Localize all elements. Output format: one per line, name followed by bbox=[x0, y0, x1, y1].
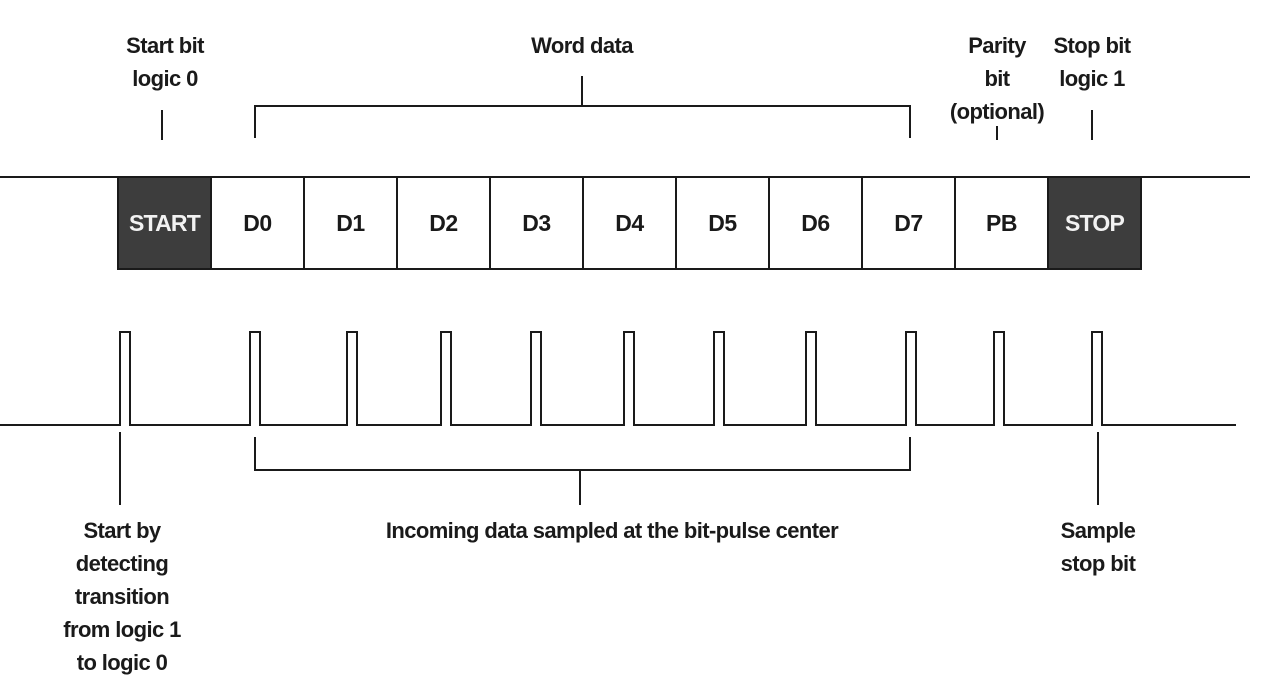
cell-d3: D3 bbox=[489, 176, 584, 270]
start-bit-label: Start bit logic 0 bbox=[126, 33, 206, 91]
cell-d6-box bbox=[768, 176, 863, 270]
cell-d0-label: D0 bbox=[243, 210, 271, 236]
stop-bit-label-line-2: logic 1 bbox=[1059, 66, 1125, 91]
cell-pb: PB bbox=[954, 176, 1049, 270]
start-bit-label-line-2: logic 0 bbox=[132, 66, 198, 91]
cell-d5: D5 bbox=[675, 176, 770, 270]
cell-d4-label: D4 bbox=[615, 210, 644, 236]
frame-cells: START D0 D1 D2 D3 D4 D5 D6 D7 PB STOP bbox=[117, 176, 1142, 270]
sample-stop-line-2: stop bit bbox=[1061, 551, 1137, 576]
cell-d4: D4 bbox=[582, 176, 677, 270]
start-detect-line-1: Start by bbox=[83, 518, 161, 543]
cell-pb-label: PB bbox=[986, 210, 1017, 236]
cell-start-label: START bbox=[129, 210, 201, 236]
start-detect-label: Start by detecting transition from logic… bbox=[63, 518, 181, 675]
parity-bit-label: Parity bit (optional) bbox=[950, 33, 1045, 124]
cell-start-box bbox=[117, 176, 212, 270]
word-data-label: Word data bbox=[531, 33, 634, 58]
cell-stop-box bbox=[1047, 176, 1142, 270]
sample-stop-line-1: Sample bbox=[1061, 518, 1136, 543]
stop-bit-label-line-1: Stop bit bbox=[1053, 33, 1131, 58]
stop-bit-label: Stop bit logic 1 bbox=[1053, 33, 1132, 91]
cell-d2: D2 bbox=[396, 176, 491, 270]
sampled-at-center-label: Incoming data sampled at the bit-pulse c… bbox=[386, 518, 839, 543]
parity-label-line-2: bit bbox=[984, 66, 1010, 91]
cell-d6-label: D6 bbox=[801, 210, 829, 236]
cell-d3-box bbox=[489, 176, 584, 270]
cell-d5-box bbox=[675, 176, 770, 270]
sampling-bracket bbox=[254, 437, 911, 471]
sampling-pulse-train bbox=[0, 331, 1236, 426]
sample-stop-label: Sample stop bit bbox=[1061, 518, 1138, 576]
cell-pb-box bbox=[954, 176, 1049, 270]
start-detect-line-4: from logic 1 bbox=[63, 617, 181, 642]
start-detect-line-2: detecting bbox=[76, 551, 168, 576]
cell-d7-box bbox=[861, 176, 956, 270]
cell-d1: D1 bbox=[303, 176, 398, 270]
cell-stop-label: STOP bbox=[1065, 210, 1124, 236]
cell-d7: D7 bbox=[861, 176, 956, 270]
word-data-bracket bbox=[254, 105, 911, 138]
cell-d3-label: D3 bbox=[522, 210, 550, 236]
parity-label-line-1: Parity bbox=[968, 33, 1027, 58]
parity-label-line-3: (optional) bbox=[950, 99, 1044, 124]
cell-d5-label: D5 bbox=[708, 210, 737, 236]
cell-d2-label: D2 bbox=[429, 210, 457, 236]
start-detect-line-3: transition bbox=[75, 584, 169, 609]
cell-d1-label: D1 bbox=[336, 210, 365, 236]
cell-d4-box bbox=[582, 176, 677, 270]
cell-d2-box bbox=[396, 176, 491, 270]
cell-stop: STOP bbox=[1047, 176, 1142, 270]
cell-d6: D6 bbox=[768, 176, 863, 270]
cell-start: START bbox=[117, 176, 212, 270]
cell-d7-label: D7 bbox=[894, 210, 922, 236]
start-detect-line-5: to logic 0 bbox=[77, 650, 168, 675]
cell-d0: D0 bbox=[210, 176, 305, 270]
start-bit-label-line-1: Start bit bbox=[126, 33, 205, 58]
